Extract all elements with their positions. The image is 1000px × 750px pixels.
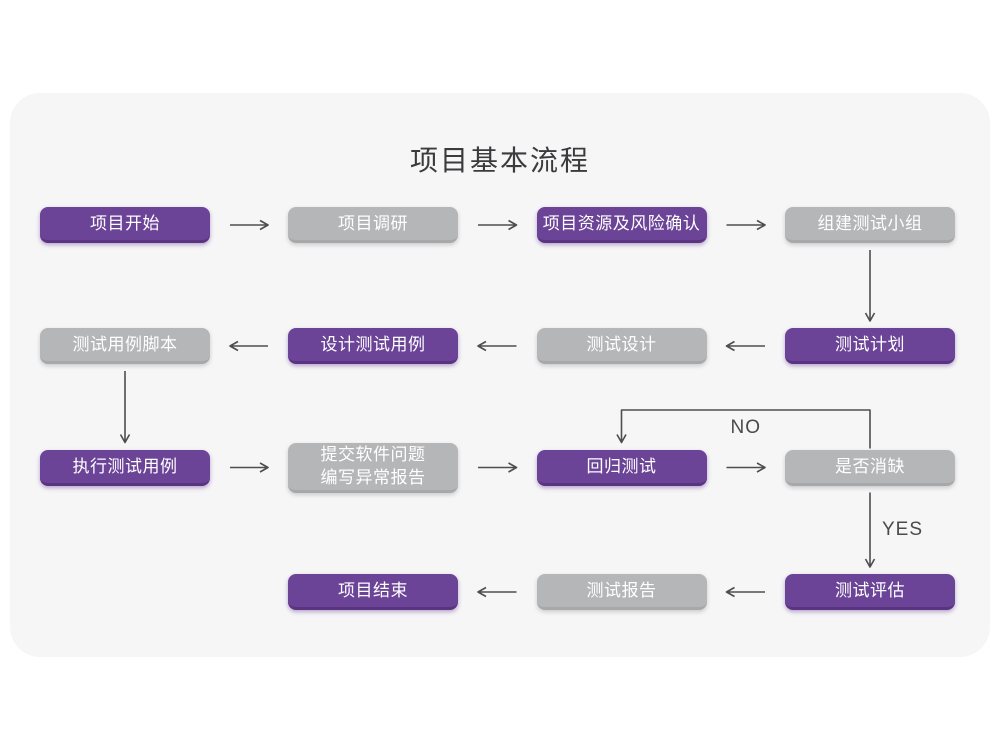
flow-node-label: 测试设计 (586, 335, 657, 354)
flow-node-execute-test-case: 执行测试用例 (40, 449, 210, 486)
flow-node-defect-cleared: 是否消缺 (785, 449, 955, 486)
flow-node-label: 提交软件问题 (320, 445, 426, 464)
flow-node-label: 编写异常报告 (320, 468, 426, 487)
flow-node-label: 组建测试小组 (817, 214, 923, 233)
flow-node-label: 测试用例脚本 (72, 335, 178, 354)
diagram-title: 项目基本流程 (409, 145, 590, 176)
flow-node-test-plan: 测试计划 (785, 328, 955, 364)
edge-label-yes: YES (882, 518, 924, 540)
flow-node-project-end: 项目结束 (288, 574, 458, 610)
flowchart-card (10, 93, 990, 657)
flow-node-label: 设计测试用例 (320, 335, 426, 354)
flow-node-label: 回归测试 (586, 456, 657, 476)
flow-node-test-case-script: 测试用例脚本 (40, 328, 210, 364)
edge-label-no: NO (730, 417, 761, 438)
flow-node-submit-issue-report: 提交软件问题编写异常报告 (288, 442, 458, 493)
flow-node-build-test-team: 组建测试小组 (785, 207, 955, 243)
flow-node-label: 是否消缺 (835, 456, 905, 476)
flow-node-label: 项目开始 (90, 214, 160, 233)
flow-node-label: 执行测试用例 (72, 456, 178, 476)
flow-node-label: 测试评估 (835, 581, 905, 600)
flow-node-label: 测试计划 (835, 335, 905, 354)
flow-node-design-test-case: 设计测试用例 (288, 328, 458, 364)
flow-node-label: 项目调研 (338, 214, 408, 233)
flow-node-label: 项目资源及风险确认 (542, 214, 701, 233)
flow-node-label: 测试报告 (586, 581, 657, 600)
flow-node-project-start: 项目开始 (40, 207, 210, 243)
flow-node-regression-test: 回归测试 (536, 449, 707, 486)
flow-node-test-report: 测试报告 (536, 574, 707, 610)
flow-node-test-evaluate: 测试评估 (785, 574, 955, 610)
flow-node-resource-risk-confirm: 项目资源及风险确认 (536, 207, 707, 243)
flow-node-project-research: 项目调研 (288, 207, 458, 243)
flow-node-test-design: 测试设计 (536, 328, 707, 364)
flow-node-label: 项目结束 (338, 581, 408, 600)
